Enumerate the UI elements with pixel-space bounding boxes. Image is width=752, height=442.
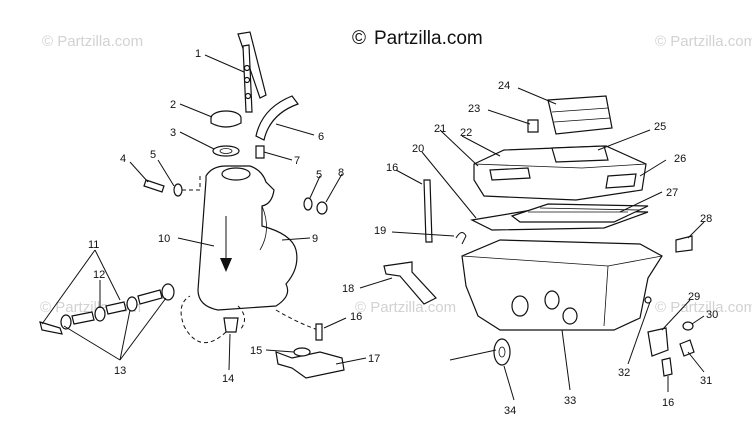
callout-29: 29 — [688, 291, 700, 303]
callout-33: 33 — [564, 395, 576, 407]
airbox-assembly — [383, 95, 695, 377]
watermark-mid-center: © Partzilla.com — [355, 299, 456, 316]
callout-19: 19 — [374, 225, 386, 237]
callout-2: 2 — [170, 99, 176, 111]
watermark-top-right: © Partzilla.com — [655, 33, 752, 50]
brand-copyright: © — [352, 28, 366, 49]
mount-washer-right — [303, 197, 313, 211]
callout-10: 10 — [158, 233, 170, 245]
callout-12: 12 — [93, 269, 105, 281]
callout-22: 22 — [460, 127, 472, 139]
callout-9: 9 — [312, 233, 318, 245]
vent-fitting — [255, 145, 265, 159]
callout-31: 31 — [700, 375, 712, 387]
callout-32: 32 — [618, 367, 630, 379]
callout-15: 15 — [250, 345, 262, 357]
oil-tank-body — [197, 165, 298, 311]
callout-11: 11 — [88, 239, 99, 251]
airbox-base — [461, 239, 663, 331]
callout-27: 27 — [666, 187, 678, 199]
callout-labels: 1 2 3 4 5 5 6 7 8 9 10 11 12 13 14 15 16… — [88, 48, 718, 417]
callout-25: 25 — [654, 121, 666, 133]
cap-gasket — [212, 145, 240, 157]
airbox-bracket — [383, 261, 437, 305]
airbox-grommet — [493, 338, 511, 366]
callout-21: 21 — [434, 123, 446, 135]
leader-lines — [41, 54, 705, 401]
foam-filter-top — [547, 95, 613, 135]
callout-28: 28 — [700, 213, 712, 225]
callout-17: 17 — [368, 353, 380, 365]
screw-16-lower — [661, 357, 673, 377]
callout-30: 30 — [706, 309, 718, 321]
outlet-fitting — [223, 317, 239, 333]
dipstick — [237, 31, 267, 113]
callout-20: 20 — [412, 143, 424, 155]
callout-6: 6 — [318, 131, 324, 143]
callout-4: 4 — [120, 153, 126, 165]
watermark-top-left: © Partzilla.com — [42, 33, 143, 50]
nut — [682, 321, 694, 331]
callout-13: 13 — [114, 365, 126, 377]
mount-plate — [647, 327, 669, 357]
callout-24: 24 — [498, 80, 510, 92]
callout-7: 7 — [294, 155, 300, 167]
rivet — [644, 296, 652, 304]
watermark-mid-right: © Partzilla.com — [655, 299, 752, 316]
mount-screw — [143, 179, 165, 193]
brand-name: Partzilla.com — [374, 28, 483, 49]
callout-18: 18 — [342, 283, 354, 295]
brand-logo: © Partzilla.com — [352, 28, 483, 49]
callout-8: 8 — [338, 167, 344, 179]
callout-23: 23 — [468, 103, 480, 115]
screw-31 — [679, 339, 695, 357]
callout-5-right: 5 — [316, 169, 322, 181]
mount-grommet — [316, 201, 328, 215]
callout-16-lower: 16 — [662, 397, 674, 409]
bracket-screw — [315, 323, 323, 341]
bracket-grommet — [293, 347, 311, 357]
callout-1: 1 — [195, 48, 201, 60]
lid-fastener — [527, 119, 539, 133]
callout-5-left: 5 — [150, 149, 156, 161]
mount-washer-left — [173, 183, 183, 197]
tank-filler-neck — [221, 167, 251, 181]
cap-gasket-hole — [219, 148, 233, 154]
oil-tank-assembly — [39, 31, 345, 379]
airbox-clip — [675, 235, 693, 253]
vent-hose — [255, 95, 299, 141]
callout-34: 34 — [504, 405, 516, 417]
tank-cap — [210, 110, 242, 128]
airbox-bolt-top — [423, 179, 433, 243]
tank-bracket — [275, 351, 345, 379]
callout-16-airbox: 16 — [386, 162, 398, 174]
callout-3: 3 — [170, 127, 176, 139]
callout-26: 26 — [674, 153, 686, 165]
callout-16-left: 16 — [350, 311, 362, 323]
callout-14: 14 — [222, 373, 234, 385]
